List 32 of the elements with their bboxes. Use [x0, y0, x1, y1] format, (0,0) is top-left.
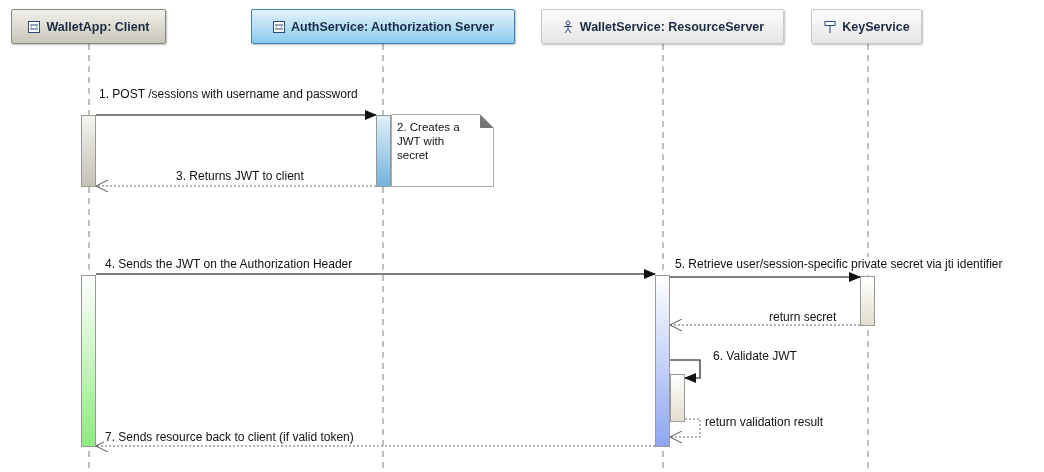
arrow: [669, 272, 861, 282]
activation-bar: [655, 275, 670, 447]
dotted-arrow: [669, 418, 701, 444]
participant-name: WalletService: ResourceServer: [579, 19, 765, 34]
edge-label: 3. Returns JWT to client: [175, 169, 305, 183]
note-text: 2. Creates a JWT with secret: [397, 120, 461, 162]
arrow: [95, 269, 656, 279]
activation-bar: [670, 374, 685, 422]
edge-label: 1. POST /sessions with username and password: [98, 87, 359, 101]
edge-label: 5. Retrieve user/session-specific private secret via jti identifier: [674, 257, 1004, 271]
edge-label: 7. Sends resource back to client (if valid token): [104, 430, 355, 444]
activation-bar: [81, 115, 96, 187]
participant-name: AuthService: Authorization Server: [290, 19, 495, 34]
edge-label: 4. Sends the JWT on the Authorization Header: [104, 257, 354, 271]
activation-bar: [860, 276, 875, 326]
participant-box: [251, 9, 515, 44]
edge-label: 6. Validate JWT: [712, 349, 798, 363]
activation-bar: [81, 275, 96, 447]
edge-label: return validation result: [704, 415, 825, 429]
dotted-arrow: [95, 439, 656, 453]
participant-name: WalletApp: Client: [46, 19, 150, 34]
dotted-arrow: [669, 318, 861, 332]
activation-bar: [376, 115, 391, 187]
arrow: [669, 359, 701, 383]
participant-box: [11, 9, 166, 44]
arrow: [95, 110, 377, 120]
participant-box: [541, 9, 784, 44]
edge-label: return secret: [768, 310, 838, 324]
note: [391, 114, 494, 187]
participant-box: [811, 9, 922, 44]
dotted-arrow: [95, 179, 377, 193]
participant-name: KeyService: [842, 19, 910, 34]
